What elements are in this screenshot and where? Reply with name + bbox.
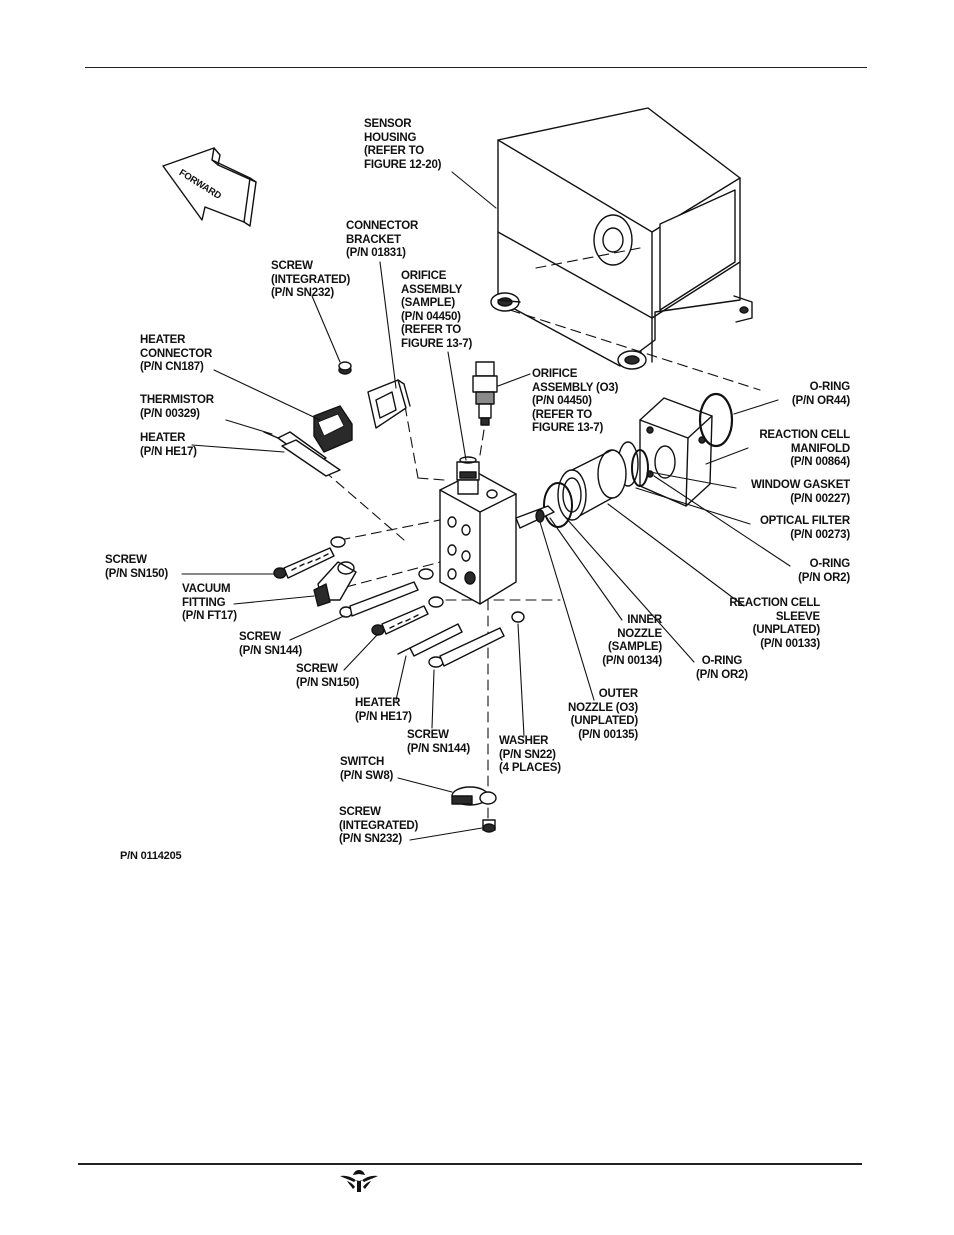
label-oring-or2-mid: O-RING(P/N OR2) — [696, 655, 748, 681]
orifice-sample-shape — [456, 456, 480, 495]
label-heater-left: HEATER(P/N HE17) — [140, 432, 197, 458]
screw-integrated-top-shape — [338, 361, 352, 375]
screw-sn150-left-shape — [273, 536, 346, 579]
figure-part-number: P/N 0114205 — [120, 850, 182, 862]
label-washer: WASHER(P/N SN22)(4 PLACES) — [499, 735, 561, 775]
vacuum-fitting-shape — [313, 561, 357, 607]
label-optical-filter: OPTICAL FILTER(P/N 00273) — [759, 515, 850, 541]
orifice-o3-shape — [472, 361, 498, 426]
label-screw-sn144-a: SCREW(P/N SN144) — [239, 631, 302, 657]
footer-rule — [78, 1163, 862, 1165]
oring-or44-shape — [698, 392, 734, 448]
label-window-gasket: WINDOW GASKET(P/N 00227) — [751, 479, 850, 505]
sensor-housing-shape — [490, 107, 753, 370]
label-screw-sn144-b: SCREW(P/N SN144) — [407, 729, 470, 755]
label-oring-or44: O-RING(P/N OR44) — [791, 381, 850, 407]
screw-integrated-bottom-shape — [482, 819, 496, 833]
heater-connector-shape — [313, 405, 353, 453]
switch-shape — [451, 786, 497, 806]
label-screw-sn150-left: SCREW(P/N SN150) — [105, 554, 168, 580]
label-screw-integrated-bottom: SCREW(INTEGRATED)(P/N SN232) — [339, 806, 419, 846]
screw-sn144-b-shape — [428, 627, 505, 668]
teledyne-logo-icon — [340, 1170, 378, 1192]
label-screw-sn150-b: SCREW(P/N SN150) — [296, 663, 359, 689]
reaction-cell-sleeve-shape — [557, 449, 627, 521]
screw-sn150-b-shape — [371, 596, 444, 636]
heater-bottom-shape — [397, 623, 463, 657]
nozzles-shape — [515, 505, 555, 529]
label-screw-integrated-top: SCREW(INTEGRATED)(P/N SN232) — [271, 260, 351, 300]
screw-sn144-a-shape — [339, 568, 434, 618]
connector-bracket-shape — [367, 379, 411, 429]
label-heater-bottom: HEATER(P/N HE17) — [355, 697, 412, 723]
header-rule — [85, 67, 867, 68]
forward-arrow-icon — [162, 147, 257, 227]
label-switch: SWITCH(P/N SW8) — [340, 756, 394, 782]
heater-rod-left-shape — [263, 431, 341, 477]
cell-block-shape — [439, 471, 517, 605]
label-thermistor: THERMISTOR(P/N 00329) — [140, 394, 214, 420]
washer-shape — [511, 611, 525, 623]
label-oring-or2-right: O-RING(P/N OR2) — [798, 558, 850, 584]
